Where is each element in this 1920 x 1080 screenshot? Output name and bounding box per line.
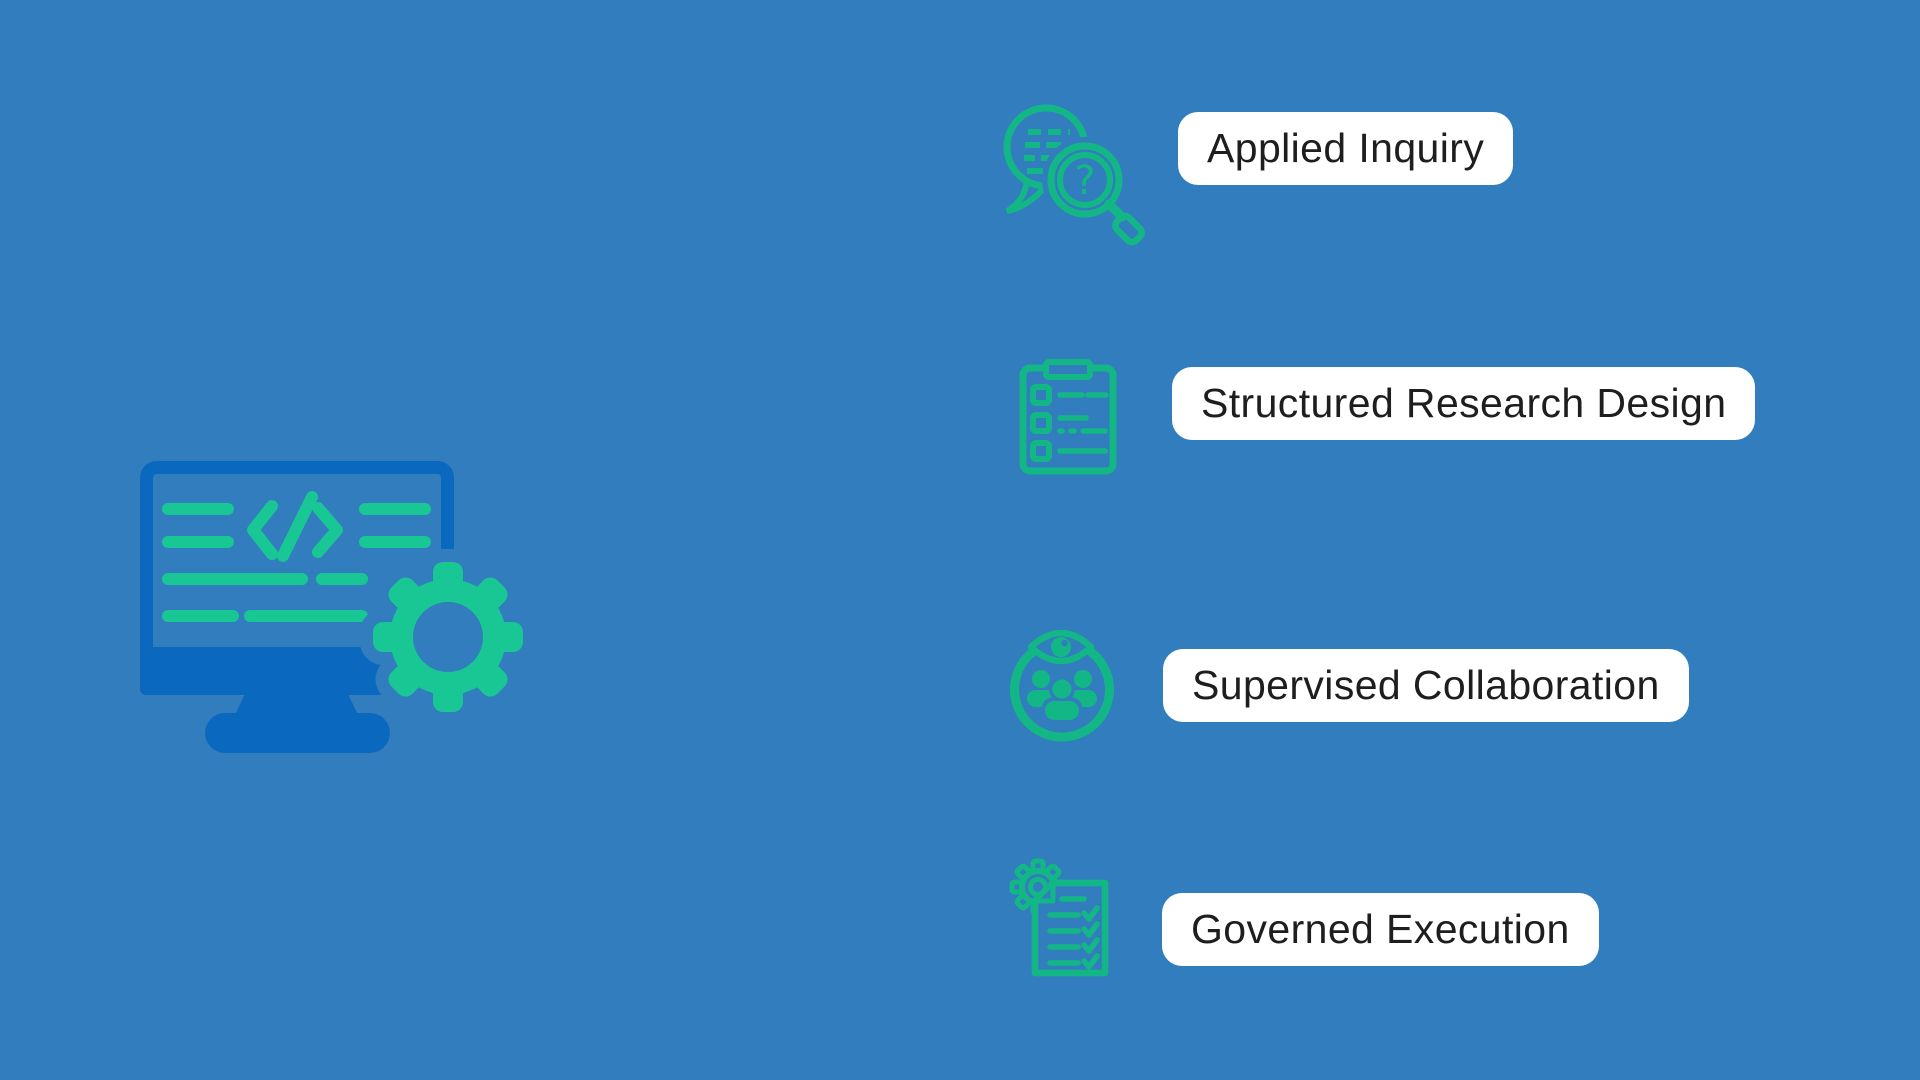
feature-label-supervised-collaboration: Supervised Collaboration (1163, 649, 1689, 722)
clipboard-checklist-icon (1019, 359, 1117, 475)
speech-bubble-tail (1005, 178, 1046, 214)
code-slash (277, 491, 318, 562)
surrounding-circle (1010, 647, 1114, 742)
feature-label-text: Applied Inquiry (1207, 125, 1485, 171)
eye-highlight (1061, 639, 1068, 647)
screen-code-lines (162, 491, 431, 622)
document-folded-corner (1032, 880, 1056, 904)
magnifier-lens (1047, 142, 1123, 218)
feature-label-governed-execution: Governed Execution (1162, 893, 1599, 966)
gear-checklist-document-icon (1009, 858, 1109, 977)
feature-label-text: Supervised Collaboration (1192, 662, 1660, 708)
document-checklist-rows (1047, 896, 1100, 970)
monitor-base (205, 713, 390, 753)
code-close-chevron (312, 502, 343, 558)
checkboxes (1030, 384, 1052, 462)
clipboard-text-lines (1057, 392, 1109, 454)
eye-pupil (1051, 637, 1071, 657)
clipboard-clip (1043, 359, 1093, 380)
feature-label-text: Structured Research Design (1201, 380, 1727, 426)
question-mark: ? (1074, 158, 1095, 204)
code-open-chevron (247, 500, 278, 560)
feature-label-applied-inquiry: Applied Inquiry (1178, 112, 1514, 185)
feature-label-text: Governed Execution (1191, 906, 1570, 952)
team-oversight-icon (1010, 629, 1114, 742)
inquiry-search-icon: ? (1003, 104, 1145, 246)
feature-label-structured-research-design: Structured Research Design (1172, 367, 1756, 440)
team-members (1027, 670, 1097, 723)
code-monitor-gear-illustration (140, 461, 536, 753)
gear-icon (373, 562, 523, 712)
magnifier-handle-cap (1112, 212, 1145, 246)
monitor-stand (235, 694, 358, 715)
